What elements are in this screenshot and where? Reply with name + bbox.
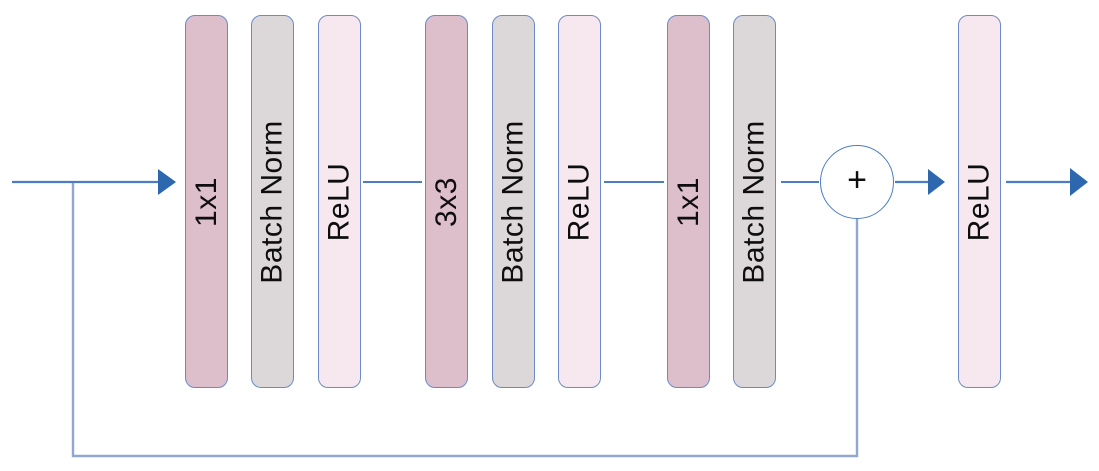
layer-label: 3x3 xyxy=(429,176,463,227)
layer-conv3x3: 3x3 xyxy=(425,15,468,388)
layer-label: ReLU xyxy=(962,162,996,241)
layer-conv1x1-a: 1x1 xyxy=(185,15,228,388)
layer-label: Batch Norm xyxy=(255,119,289,284)
output-arrowhead-icon xyxy=(1070,168,1088,196)
layer-label: Batch Norm xyxy=(496,119,530,284)
layer-batchnorm-b: Batch Norm xyxy=(492,15,535,388)
input-arrowhead-icon xyxy=(158,169,176,195)
layer-relu-final: ReLU xyxy=(958,15,1001,388)
layer-label: 1x1 xyxy=(189,176,223,227)
layer-batchnorm-a: Batch Norm xyxy=(251,15,294,388)
layer-batchnorm-c: Batch Norm xyxy=(733,15,776,388)
layer-relu-b: ReLU xyxy=(558,15,601,388)
layer-label: 1x1 xyxy=(671,176,705,227)
sum-node: + xyxy=(820,145,894,219)
layer-label: Batch Norm xyxy=(737,119,771,284)
plus-icon: + xyxy=(847,161,867,199)
layer-label: ReLU xyxy=(562,162,596,241)
layer-label: ReLU xyxy=(322,162,356,241)
sum-to-relu-arrowhead-icon xyxy=(928,169,945,195)
skip-connection-line xyxy=(71,182,859,458)
layer-conv1x1-b: 1x1 xyxy=(667,15,710,388)
layer-relu-a: ReLU xyxy=(318,15,361,388)
